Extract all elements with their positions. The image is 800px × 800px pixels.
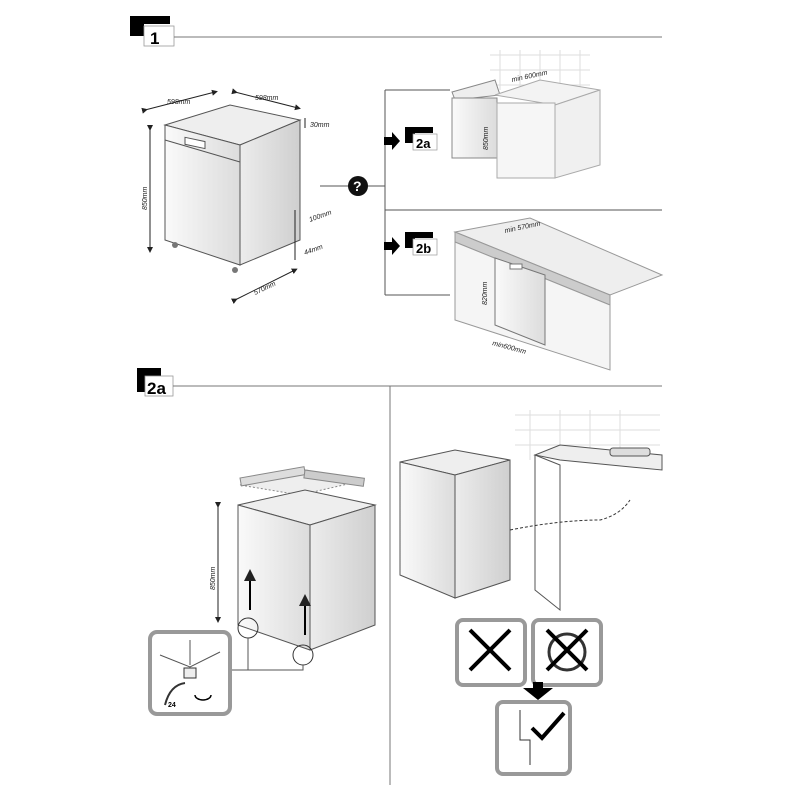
- dim-plinth: 100mm: [308, 209, 332, 224]
- wrong-x-icon: [468, 628, 512, 672]
- option-2b-label: 2b: [416, 241, 431, 256]
- question-icon: ?: [353, 178, 362, 194]
- freestanding-next-to-cabinet-drawing: min 600mm 850mm: [451, 50, 601, 179]
- leveling-feet-drawing: 850mm 24: [148, 466, 377, 716]
- dim-top-thickness: 30mm: [310, 122, 330, 129]
- dim-width: 598mm: [167, 99, 191, 106]
- built-under-counter-drawing: min 570mm 820mm min600mm: [453, 217, 664, 371]
- wrong-x-icon-2: [545, 628, 589, 672]
- installation-options: ? 2a 2b: [320, 89, 662, 296]
- option-2a-height: 850mm: [483, 126, 490, 150]
- step-1-label: 1: [150, 29, 159, 48]
- wrench-size: 24: [168, 702, 176, 709]
- dim-depth-top: 598mm: [255, 95, 279, 102]
- step-1-header: 1: [130, 16, 662, 48]
- step-2a-label: 2a: [147, 379, 166, 398]
- option-2a-label: 2a: [416, 136, 431, 151]
- hose-routing-drawing: [399, 410, 663, 776]
- dishwasher-dimensions-drawing: 598mm 598mm 30mm 850mm 100mm 44mm 570mm: [141, 88, 333, 305]
- option-2b-depth: min600mm: [491, 340, 526, 356]
- leveling-height: 850mm: [210, 566, 217, 590]
- dim-height: 850mm: [142, 186, 149, 210]
- down-arrow-icon: [523, 682, 553, 700]
- correct-check-icon: [530, 711, 566, 741]
- dim-depth: 570mm: [253, 281, 277, 297]
- rotate-arrow-icon: [194, 694, 212, 701]
- step-2a-header: 2a: [137, 368, 662, 785]
- option-2b-height: 820mm: [482, 281, 489, 305]
- dim-foot-offset: 44mm: [303, 244, 324, 257]
